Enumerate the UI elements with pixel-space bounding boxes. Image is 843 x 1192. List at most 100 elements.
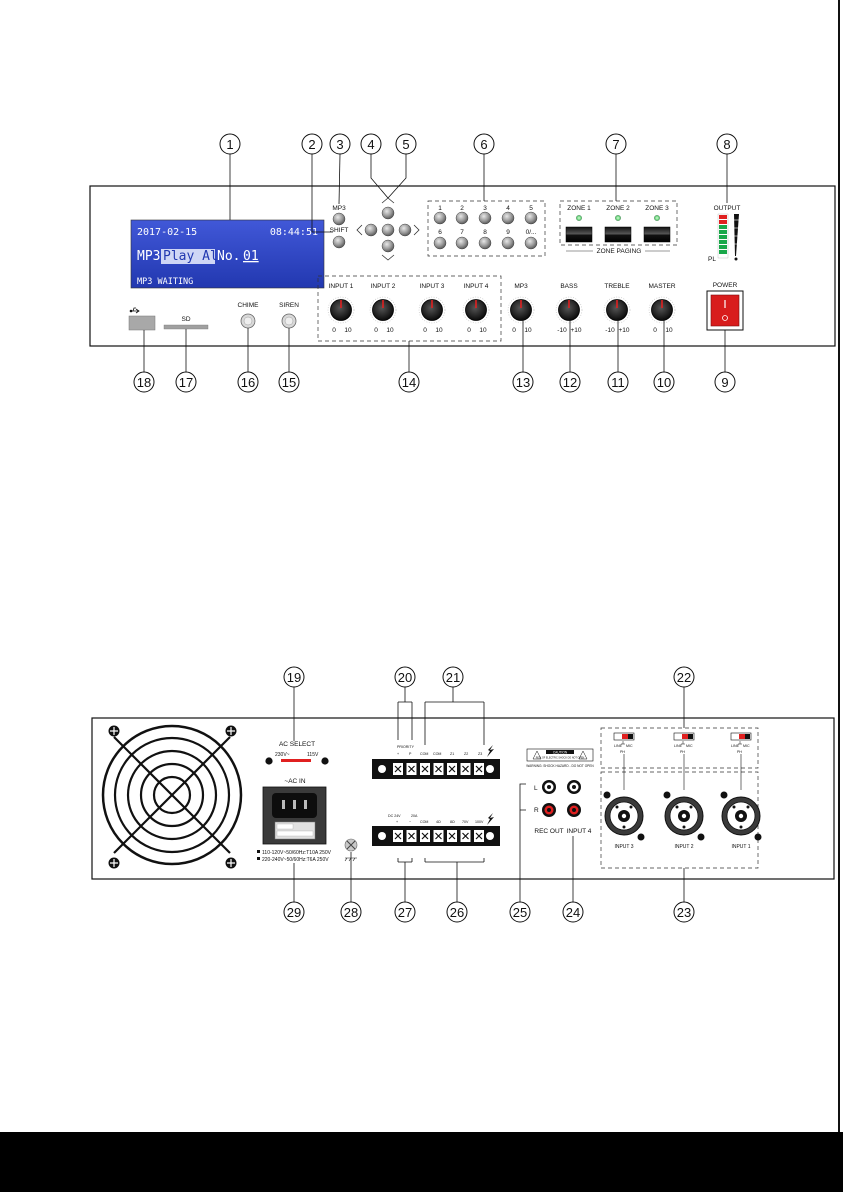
switch-indicator bbox=[739, 734, 745, 739]
screw-cross-icon bbox=[435, 832, 442, 840]
key-2-label: 2 bbox=[460, 205, 464, 212]
screw-icon bbox=[754, 833, 762, 841]
pl-led bbox=[734, 257, 738, 261]
callout-9: 9 bbox=[714, 371, 736, 393]
callout-number: 23 bbox=[677, 905, 691, 920]
mic-label: MIC bbox=[626, 744, 633, 748]
volume-knob[interactable] bbox=[510, 299, 532, 321]
volume-knob[interactable] bbox=[372, 299, 394, 321]
zone-3-button[interactable] bbox=[643, 226, 671, 243]
callout-26: 26 bbox=[446, 901, 468, 923]
callout-number: 24 bbox=[566, 905, 580, 920]
key-9-button[interactable] bbox=[501, 236, 515, 250]
screw-cross-icon bbox=[435, 765, 442, 773]
knob-label: INPUT 4 bbox=[464, 283, 489, 290]
knob-6-group: BASS -10+10 bbox=[555, 283, 583, 334]
key-1-button[interactable] bbox=[433, 211, 447, 225]
callout-11: 11 bbox=[607, 371, 629, 393]
callout-17: 17 bbox=[175, 371, 197, 393]
footer-bar bbox=[0, 1132, 843, 1192]
screw-cross-icon bbox=[421, 832, 429, 840]
key-6-label: 6 bbox=[438, 229, 442, 236]
sd-slot[interactable] bbox=[163, 324, 209, 330]
lower-terminal-block bbox=[372, 826, 500, 846]
callout-14: 14 bbox=[398, 371, 420, 393]
key-6-button[interactable] bbox=[433, 236, 447, 250]
zone-1-button[interactable] bbox=[565, 226, 593, 243]
nav-down-button[interactable] bbox=[381, 239, 395, 253]
callout-20: 20 bbox=[394, 666, 416, 688]
nav-ok-button[interactable] bbox=[381, 223, 395, 237]
nav-left-button[interactable] bbox=[364, 223, 378, 237]
mount-screw-icon bbox=[378, 765, 386, 773]
callout-number: 26 bbox=[450, 905, 464, 920]
zone-2-button[interactable] bbox=[604, 226, 632, 243]
power-rocker-button[interactable] bbox=[710, 294, 740, 327]
volume-knob[interactable] bbox=[465, 299, 487, 321]
key-0-button[interactable] bbox=[524, 236, 538, 250]
shift-button-label: SHIFT bbox=[330, 227, 349, 234]
mount-screw-icon bbox=[486, 832, 494, 840]
callout-number: 5 bbox=[402, 137, 409, 152]
mount-screw-icon bbox=[378, 832, 386, 840]
ac-select-switch[interactable] bbox=[281, 759, 311, 762]
callout-number: 21 bbox=[446, 670, 460, 685]
key-8-button[interactable] bbox=[478, 236, 492, 250]
shift-button[interactable] bbox=[332, 235, 346, 249]
volume-knob[interactable] bbox=[651, 299, 673, 321]
caution-subtitle: RISK OF ELECTRIC SHOCK DO NOT OPEN bbox=[536, 757, 585, 760]
spk-com-label: COM bbox=[420, 820, 428, 824]
key-8-label: 8 bbox=[483, 229, 487, 236]
key-3-button[interactable] bbox=[478, 211, 492, 225]
lcd-display: 2017-02-15 08:44:51 MP3 Play All No. 01 … bbox=[130, 219, 325, 289]
volume-knob[interactable] bbox=[330, 299, 352, 321]
mic-label: MIC bbox=[686, 744, 693, 748]
knob-min-label: 0 bbox=[653, 327, 657, 334]
knob-max-label: +10 bbox=[570, 327, 581, 334]
key-2-button[interactable] bbox=[455, 211, 469, 225]
nav-right-button[interactable] bbox=[398, 223, 412, 237]
lcd-status: MP3 WAITING bbox=[137, 277, 193, 287]
ac-inlet: ~AC IN 110-120V~50/60Hz:T10A 250V 220-24… bbox=[257, 778, 332, 863]
usb-slot[interactable] bbox=[128, 315, 156, 331]
rear-leader-lines bbox=[293, 687, 685, 902]
knob-min-label: -10 bbox=[557, 327, 567, 334]
key-4-button[interactable] bbox=[501, 211, 515, 225]
zone-z2-label: Z2 bbox=[464, 752, 468, 756]
callout-8: 8 bbox=[716, 133, 738, 155]
nav-up-button[interactable] bbox=[381, 206, 395, 220]
key-7-button[interactable] bbox=[455, 236, 469, 250]
volume-knob[interactable] bbox=[558, 299, 580, 321]
callout-24: 24 bbox=[562, 901, 584, 923]
volume-knob[interactable] bbox=[606, 299, 628, 321]
output-label: OUTPUT bbox=[714, 205, 741, 212]
front-leader-lines bbox=[143, 153, 728, 372]
screw-cross-icon bbox=[462, 832, 469, 840]
mp3-button[interactable] bbox=[332, 212, 346, 226]
screw-cross-icon bbox=[475, 765, 483, 773]
callout-number: 1 bbox=[226, 137, 233, 152]
zone-2-led bbox=[615, 215, 621, 221]
warning-text: WARNING: SHOCK HAZARD - DO NOT OPEN bbox=[526, 764, 594, 768]
callout-number: 13 bbox=[516, 375, 530, 390]
screw-icon bbox=[720, 791, 728, 799]
zone-com-1-label: COM bbox=[420, 752, 428, 756]
xlr-input-label: INPUT 2 bbox=[674, 844, 693, 850]
volume-knob[interactable] bbox=[421, 299, 443, 321]
callout-27: 27 bbox=[394, 901, 416, 923]
knob-label: BASS bbox=[560, 283, 578, 290]
callout-5: 5 bbox=[395, 133, 417, 155]
key-5-button[interactable] bbox=[524, 211, 538, 225]
dc-minus-label: − bbox=[409, 820, 411, 824]
dc-plus-label: + bbox=[396, 820, 398, 824]
callout-number: 9 bbox=[721, 375, 728, 390]
screw-cross-icon bbox=[475, 832, 483, 840]
rca-section: L R REC OUT INPUT 4 bbox=[534, 780, 592, 835]
screw-cross-icon bbox=[421, 765, 429, 773]
